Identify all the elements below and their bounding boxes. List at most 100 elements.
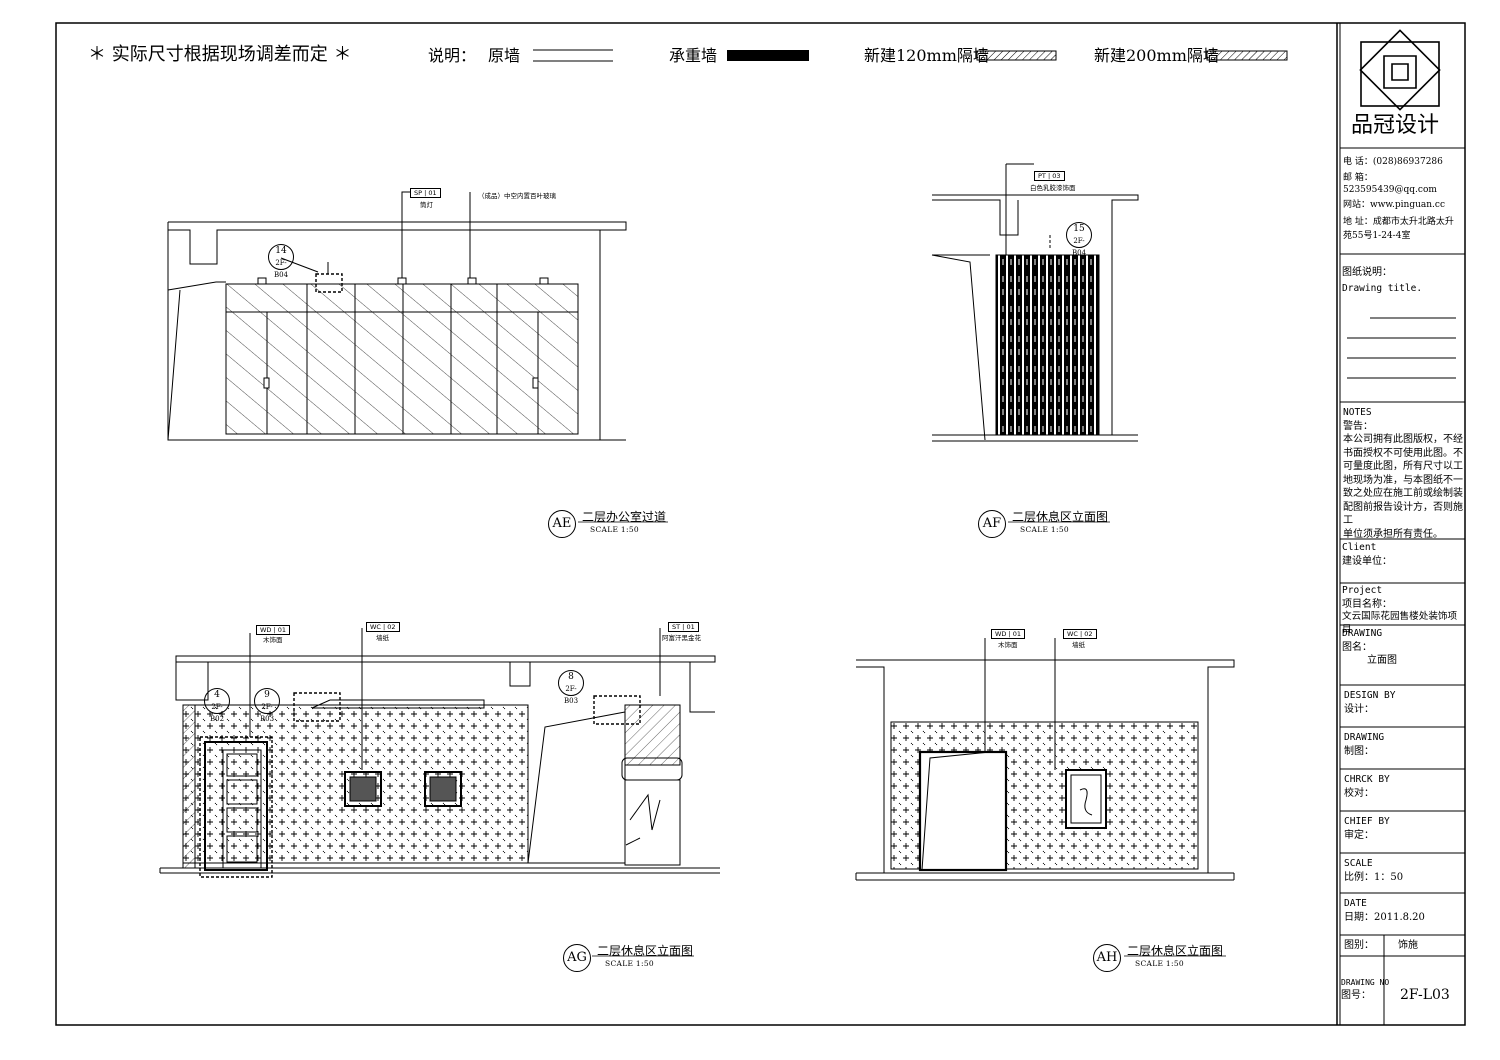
contact-phone: 电 话：(028)86937286 — [1343, 157, 1443, 167]
af-detail-ref: 15 2F-B04 — [1066, 222, 1092, 257]
tag-code: WD — [995, 630, 1007, 638]
tag-ag-wd: WD | 01 — [256, 625, 291, 635]
tag-code: SP — [414, 189, 423, 197]
ref-sheet: 2F-B04 — [273, 259, 289, 279]
drawing-no-cn: 图号： — [1341, 989, 1371, 1001]
ref-sheet: 2F-B04 — [1071, 237, 1087, 257]
ref-num: 14 — [275, 246, 287, 256]
legend-title: 说明： — [428, 46, 477, 65]
ref-num: 15 — [1073, 224, 1085, 234]
contact-email: 邮 箱：523595439@qq.com — [1343, 173, 1437, 196]
ref-sheet: 2F-B02 — [209, 703, 225, 723]
chief-by-cn: 审定： — [1344, 829, 1374, 841]
sheet-border — [55, 22, 1466, 1026]
drawn-by-section: DRAWING 制图： — [1344, 732, 1384, 758]
scale-en: SCALE — [1344, 858, 1373, 869]
tag-ae-sp: SP | 01 — [410, 188, 441, 198]
elevation-ae-title: 二层办公室过道 — [582, 510, 667, 524]
elevation-ah-title: 二层休息区立面图 — [1127, 944, 1224, 958]
drawing-name-value: 立面图 — [1367, 655, 1397, 667]
notes-section: NOTES 警告： 本公司拥有此图版权，不经 书面授权不可使用此图。不 可量度此… — [1343, 407, 1465, 541]
ag-detail-ref-9: 9 2F-B03 — [254, 688, 280, 723]
elevation-ah-drawing — [855, 638, 1235, 881]
ae-detail-ref: 14 2F-B04 — [268, 244, 294, 279]
ref-num: 8 — [568, 672, 574, 682]
project-section: Project 项目名称： 文云国际花园售楼处装饰项目 — [1342, 585, 1465, 637]
drawing-name-section: DRAWING 图名： 立面图 — [1342, 628, 1397, 668]
notes-cn: 警告： — [1343, 420, 1373, 432]
chief-by-en: CHIEF BY — [1344, 816, 1390, 827]
tag-code: WD — [260, 626, 272, 634]
legend-200-wall: 新建200mm隔墙 — [1094, 46, 1219, 65]
contact-address-2: 苑55号1-24-4室 — [1343, 230, 1411, 241]
elevation-ae-scale: SCALE 1:50 — [590, 525, 639, 534]
drawing-title-section: 图纸说明： Drawing title. — [1342, 266, 1422, 295]
ae-glass-note: （成品）中空内置百叶玻璃 — [478, 192, 556, 200]
elevation-af-marker: AF — [978, 510, 1006, 538]
tag-num: 02 — [1084, 630, 1093, 638]
category-value: 饰施 — [1398, 940, 1418, 951]
scale-section: SCALE 比例：1：50 — [1344, 858, 1403, 884]
drawing-name-cn: 图名： — [1342, 641, 1372, 653]
elevation-ag-drawing — [159, 628, 720, 878]
legend-swatches — [533, 49, 1288, 62]
ref-sheet: 2F-B03 — [563, 685, 579, 705]
elevation-ah-marker: AH — [1093, 944, 1121, 972]
tag-num: 01 — [277, 626, 287, 634]
ref-sheet: 2F-B03 — [259, 703, 275, 723]
notes-line-5: 致之处应在施工前或绘制装 — [1343, 488, 1463, 500]
tag-num: 01 — [428, 189, 437, 197]
legend-bearing-wall: 承重墙 — [669, 46, 718, 65]
notes-line-3: 可量度此图，所有尺寸以工 — [1343, 461, 1463, 473]
tag-ae-sp-desc: 筒灯 — [420, 201, 433, 209]
client-en: Client — [1342, 542, 1377, 553]
client-cn: 建设单位： — [1342, 555, 1392, 567]
tag-code: PT — [1038, 172, 1046, 180]
tag-af-pt: PT | 03 — [1034, 171, 1065, 181]
elevation-ag-marker: AG — [563, 944, 591, 972]
ag-detail-ref-8: 8 2F-B03 — [558, 670, 584, 705]
elevation-ag-title: 二层休息区立面图 — [597, 944, 694, 958]
date-en: DATE — [1344, 898, 1367, 909]
tag-ag-wc: WC | 02 — [366, 622, 400, 632]
drawn-by-cn: 制图： — [1344, 745, 1374, 757]
tag-ag-wc-desc: 墙纸 — [376, 634, 389, 642]
category-label: 图别： — [1344, 940, 1374, 951]
drawn-by-en: DRAWING — [1344, 732, 1385, 743]
drawing-title-cn: 图纸说明： — [1342, 267, 1392, 278]
tag-af-pt-desc: 白色乳胶漆饰面 — [1030, 184, 1076, 192]
contact-address-1: 地 址：成都市太升北路太升 — [1343, 216, 1454, 227]
site-dimension-note: ＊ 实际尺寸根据现场调差而定 ＊ — [88, 44, 352, 65]
elevation-ae-drawing — [167, 191, 627, 441]
elevation-af-scale: SCALE 1:50 — [1020, 525, 1069, 534]
tag-ah-wd: WD | 01 — [991, 629, 1026, 639]
tag-code: WC — [1067, 630, 1078, 638]
legend-120-wall: 新建120mm隔墙 — [864, 46, 989, 65]
elevation-ae-marker: AE — [548, 510, 576, 538]
elevation-ag-scale: SCALE 1:50 — [605, 959, 654, 968]
drawing-name-en: DRAWING — [1342, 628, 1383, 639]
drawing-no-value: 2F-L03 — [1400, 987, 1450, 1003]
drawing-title-en: Drawing title. — [1342, 282, 1423, 294]
chief-by-section: CHIEF BY 审定： — [1344, 816, 1390, 842]
title-block-grid — [1340, 147, 1465, 1025]
notes-line-4: 地现场为准，与本图纸不一 — [1343, 474, 1463, 486]
client-section: Client 建设单位： — [1342, 542, 1392, 568]
tag-num: 01 — [1012, 630, 1022, 638]
checked-by-cn: 校对： — [1344, 787, 1374, 799]
notes-line-6: 配图前报告设计方，否则施工 — [1343, 501, 1463, 527]
tag-ag-st-desc: 阿富汗黑金花 — [662, 634, 701, 642]
legend-original-wall: 原墙 — [488, 46, 521, 65]
tag-ah-wd-desc: 木饰面 — [998, 641, 1018, 649]
company-name: 品冠设计 — [1351, 113, 1440, 138]
project-value: 文云国际花园售楼处装饰项目 — [1342, 611, 1458, 636]
date-cn: 日期：2011.8.20 — [1344, 911, 1425, 923]
caption-underlines — [578, 521, 1226, 957]
tag-ag-st: ST | 01 — [668, 622, 699, 632]
drawing-no-en: DRAWING NO — [1341, 978, 1390, 987]
ref-num: 9 — [264, 690, 270, 700]
tag-code: ST — [672, 623, 681, 631]
tag-code: WC — [370, 623, 381, 631]
